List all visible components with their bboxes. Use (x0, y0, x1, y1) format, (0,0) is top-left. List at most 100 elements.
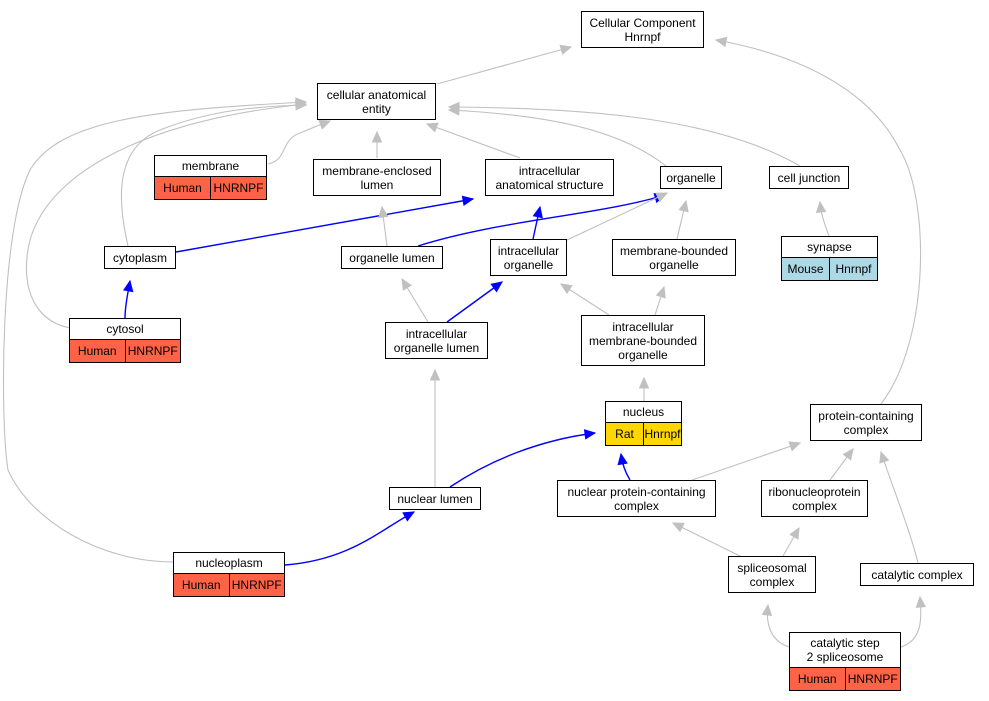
node-label: catalytic step 2 spliceosome (806, 636, 884, 664)
edge-cytosol-to-cellular-anatomical-entity (25, 103, 307, 329)
arrowhead (318, 119, 332, 130)
edge-organelle-to-cellular-anatomical-entity (448, 109, 667, 167)
node-cellular-anatomical-entity[interactable]: cellular anatomical entity (317, 83, 436, 120)
node-label: nuclear lumen (397, 491, 473, 506)
arrowhead (425, 122, 439, 133)
node-label: intracellular organelle (497, 243, 560, 272)
edge-cellular-anatomical-entity-to-cellular-component (436, 46, 572, 85)
edge-membrane-to-cellular-anatomical-entity (267, 120, 331, 165)
arrowhead (378, 205, 389, 219)
node-organelle-lumen[interactable]: organelle lumen (341, 246, 443, 269)
annotation-row: Human HNRNPF (154, 176, 267, 200)
node-label: intracellular organelle lumen (393, 326, 480, 355)
node-nuclear-lumen[interactable]: nuclear lumen (389, 487, 481, 510)
organism-cell: Human (790, 668, 845, 690)
node-intracellular-membrane-bounded-organelle[interactable]: intracellular membrane-bounded organelle (581, 315, 705, 366)
node-label: nuclear protein-containing complex (567, 484, 706, 513)
node-label: cellular anatomical entity (326, 87, 427, 116)
node-nuclear-protein-containing-complex[interactable]: nuclear protein-containing complex (557, 480, 716, 517)
node-organelle[interactable]: organelle (660, 166, 722, 189)
organism-cell: Mouse (782, 258, 829, 280)
node-catalytic-complex[interactable]: catalytic complex (860, 563, 974, 586)
gene-cell: HNRNPF (844, 668, 900, 690)
arrowhead (815, 200, 827, 213)
arrowhead (655, 285, 666, 299)
node-membrane-enclosed-lumen[interactable]: membrane-enclosed lumen (313, 159, 441, 196)
node-label: spliceosomal complex (737, 560, 807, 589)
arrowhead (295, 97, 308, 108)
node-membrane-bounded-organelle[interactable]: membrane-bounded organelle (612, 239, 736, 276)
arrowhead (678, 199, 689, 213)
arrowhead (638, 376, 650, 389)
node-label: intracellular anatomical structure (495, 163, 604, 192)
node-label: nucleoplasm (195, 556, 263, 570)
arrowhead (842, 448, 854, 461)
gene-cell: HNRNPF (210, 177, 266, 199)
arrowhead (490, 281, 503, 293)
node-label: catalytic complex (871, 567, 963, 582)
node-spliceosomal-complex[interactable]: spliceosomal complex (728, 556, 816, 593)
node-cytoplasm[interactable]: cytoplasm (104, 246, 176, 269)
gene-cell: HNRNPF (228, 574, 284, 596)
node-nucleus[interactable]: nucleus Rat Hnrnpf (605, 401, 682, 446)
annotation-row: Human HNRNPF (789, 667, 901, 691)
node-label: organelle (666, 170, 716, 185)
edge-catalytic-step-2-spliceosome-to-spliceosomal-complex (766, 604, 790, 648)
node-ribonucleoprotein-complex[interactable]: ribonucleoprotein complex (761, 480, 868, 517)
edge-protein-containing-complex-to-cellular-component (715, 39, 922, 405)
node-label: protein-containing complex (818, 408, 914, 437)
node-label: membrane (181, 159, 240, 173)
gene-cell: Hnrnpf (643, 423, 681, 445)
edge-intracellular-organelle-to-organelle (566, 192, 668, 241)
arrowhead (879, 450, 890, 464)
edge-organelle-lumen-to-organelle (417, 194, 666, 247)
node-label: synapse (807, 240, 852, 254)
edge-cytoplasm-to-cellular-anatomical-entity (120, 104, 307, 247)
node-membrane[interactable]: membrane Human HNRNPF (154, 155, 267, 200)
annotation-row: Human HNRNPF (173, 573, 285, 597)
node-label: cell junction (777, 170, 841, 185)
node-intracellular-organelle[interactable]: intracellular organelle (490, 239, 567, 276)
edge-nucleoplasm-to-nuclear-lumen (284, 511, 415, 566)
node-cell-junction[interactable]: cell junction (769, 166, 849, 189)
organism-cell: Human (155, 177, 210, 199)
arrowhead (559, 44, 573, 55)
gene-cell: Hnrnpf (829, 258, 877, 280)
arrowhead (371, 130, 383, 143)
edge-nucleoplasm-to-cellular-anatomical-entity (2, 101, 307, 563)
node-label: cytosol (106, 322, 144, 336)
arrowhead (123, 279, 134, 293)
organism-cell: Rat (606, 423, 643, 445)
node-synapse[interactable]: synapse Mouse Hnrnpf (781, 236, 878, 281)
arrowhead (788, 441, 802, 452)
edge-catalytic-complex-to-protein-containing-complex (880, 451, 919, 564)
node-label: Cellular Component Hnrnpf (589, 15, 696, 44)
arrowhead (915, 595, 927, 608)
node-cellular-component[interactable]: Cellular Component Hnrnpf (581, 11, 704, 48)
arrowhead (789, 526, 800, 540)
node-intracellular-anatomical-structure[interactable]: intracellular anatomical structure (485, 159, 614, 196)
edge-spliceosomal-complex-to-nuclear-protein-containing-complex (672, 522, 741, 557)
node-catalytic-step-2-spliceosome[interactable]: catalytic step 2 spliceosome Human HNRNP… (789, 632, 901, 691)
node-label: membrane-enclosed lumen (322, 163, 432, 192)
node-label: membrane-bounded organelle (619, 243, 729, 272)
arrowhead (761, 603, 773, 616)
edge-nuclear-lumen-to-nucleus (449, 432, 596, 488)
node-cytosol[interactable]: cytosol Human HNRNPF (69, 318, 181, 363)
node-nucleoplasm[interactable]: nucleoplasm Human HNRNPF (173, 552, 285, 597)
arrowhead (559, 283, 573, 295)
arrowhead (671, 522, 685, 533)
arrowhead (402, 511, 416, 522)
edge-intracellular-anatomical-structure-to-cellular-anatomical-entity (426, 123, 521, 159)
node-intracellular-organelle-lumen[interactable]: intracellular organelle lumen (385, 322, 488, 359)
annotation-row: Mouse Hnrnpf (781, 257, 878, 281)
arrowhead (714, 36, 728, 48)
edge-cytoplasm-to-intracellular-anatomical-structure (175, 198, 474, 253)
node-protein-containing-complex[interactable]: protein-containing complex (810, 404, 922, 441)
arrowhead (617, 452, 628, 466)
arrowhead (583, 429, 597, 440)
node-label: ribonucleoprotein complex (768, 484, 861, 513)
edge-intracellular-organelle-lumen-to-intracellular-organelle (446, 281, 503, 323)
